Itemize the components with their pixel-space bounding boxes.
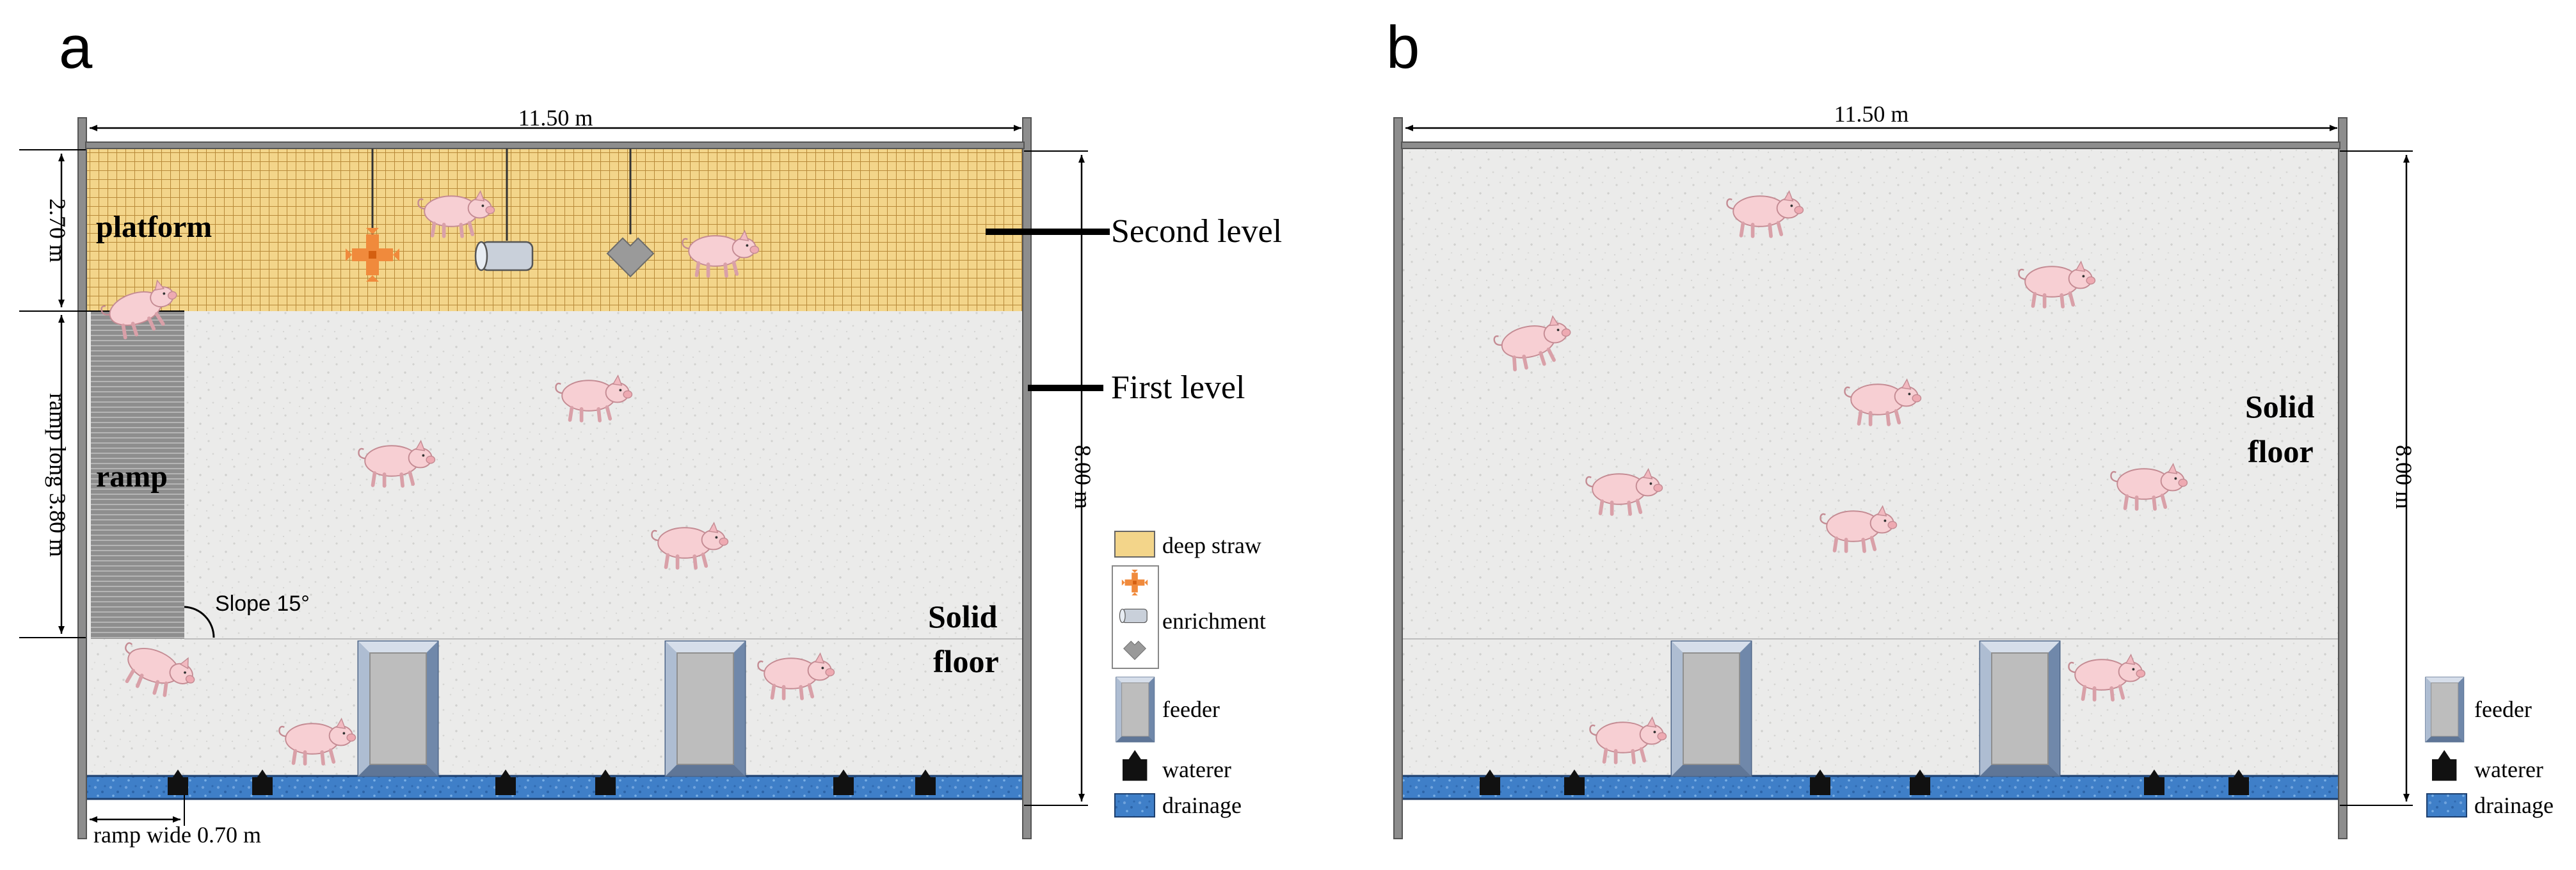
legend-waterer-label: waterer xyxy=(2474,757,2543,782)
deep-straw-swatch xyxy=(1114,531,1155,558)
panel-a-floor-label-2: floor xyxy=(933,643,999,679)
cross-toy-icon xyxy=(1121,569,1148,596)
legend-enrichment-label: enrichment xyxy=(1162,608,1266,634)
legend-drainage-label: drainage xyxy=(2474,793,2554,818)
panel-b-height-label: 8.00 m xyxy=(2391,445,2417,509)
panel-a: a 11.50 m 8.00 m 2.70 m ramp long xyxy=(19,13,1282,848)
panel-a-platform-label: platform xyxy=(96,210,212,244)
panel-b-drainage xyxy=(1400,775,2341,800)
legend-feeder-label: feeder xyxy=(1162,697,1220,722)
panel-a-legend: deep straw enrichment feeder waterer dra… xyxy=(1112,531,1266,818)
waterer-icon xyxy=(2432,750,2457,781)
panel-a-letter: a xyxy=(59,13,93,81)
enrichment-legend-box xyxy=(1112,565,1159,669)
panel-a-floor-label-1: Solid xyxy=(928,599,998,634)
panel-a-top-wall xyxy=(85,141,1025,149)
feeder-icon xyxy=(2425,677,2465,743)
drainage-swatch xyxy=(2426,793,2467,818)
legend-waterer-label: waterer xyxy=(1162,757,1231,782)
panel-b-floor xyxy=(1402,149,2340,775)
panel-a-first-level-label: First level xyxy=(1111,369,1245,406)
panel-a-left-wall xyxy=(77,117,87,839)
panel-b-floor-label-2: floor xyxy=(2248,433,2314,469)
panel-a-ramp-length-label: ramp long 3.80 m xyxy=(45,393,70,557)
feeder-icon xyxy=(664,640,746,777)
panel-a-ramp-width-label: ramp wide 0.70 m xyxy=(93,822,261,848)
legend-feeder-label: feeder xyxy=(2474,697,2532,722)
legend-deep-straw-label: deep straw xyxy=(1162,533,1261,558)
panel-b-left-wall xyxy=(1393,117,1403,839)
panel-a-slope-label: Slope 15° xyxy=(215,592,310,616)
panel-a-platform xyxy=(86,149,1024,311)
drainage-swatch xyxy=(1114,793,1155,818)
panel-a-height-label: 8.00 m xyxy=(1070,445,1096,509)
feeder-icon xyxy=(1979,640,2061,777)
chevron-toy-icon xyxy=(1123,641,1146,660)
panel-b-right-wall xyxy=(2338,117,2348,839)
panel-a-right-wall xyxy=(1022,117,1032,839)
cylinder-toy-icon xyxy=(1119,608,1148,624)
cylinder-toy-icon xyxy=(474,241,534,271)
panel-b-width-label: 11.50 m xyxy=(1834,101,1909,127)
panel-a-ramp-label: ramp xyxy=(96,460,168,494)
panel-b-top-wall xyxy=(1401,141,2340,149)
panel-a-platform-depth-label: 2.70 m xyxy=(45,198,70,262)
legend-drainage-label: drainage xyxy=(1162,793,1242,818)
panel-a-width-label: 11.50 m xyxy=(518,105,593,131)
waterer-icon xyxy=(1123,750,1148,781)
panel-a-drainage xyxy=(84,775,1025,800)
feeder-icon xyxy=(1670,640,1752,777)
panel-b: b 11.50 m 8.00 m Solid floor xyxy=(1386,13,2554,839)
feeder-icon xyxy=(1116,677,1155,743)
panel-b-floor-label-1: Solid xyxy=(2245,389,2315,424)
panel-a-slope-arc xyxy=(184,606,215,638)
panel-b-legend: feeder waterer drainage xyxy=(2425,677,2554,818)
panel-a-ramp xyxy=(91,311,184,639)
panel-b-letter: b xyxy=(1386,13,1420,81)
feeder-icon xyxy=(357,640,439,777)
panel-a-second-level-label: Second level xyxy=(1111,213,1282,250)
